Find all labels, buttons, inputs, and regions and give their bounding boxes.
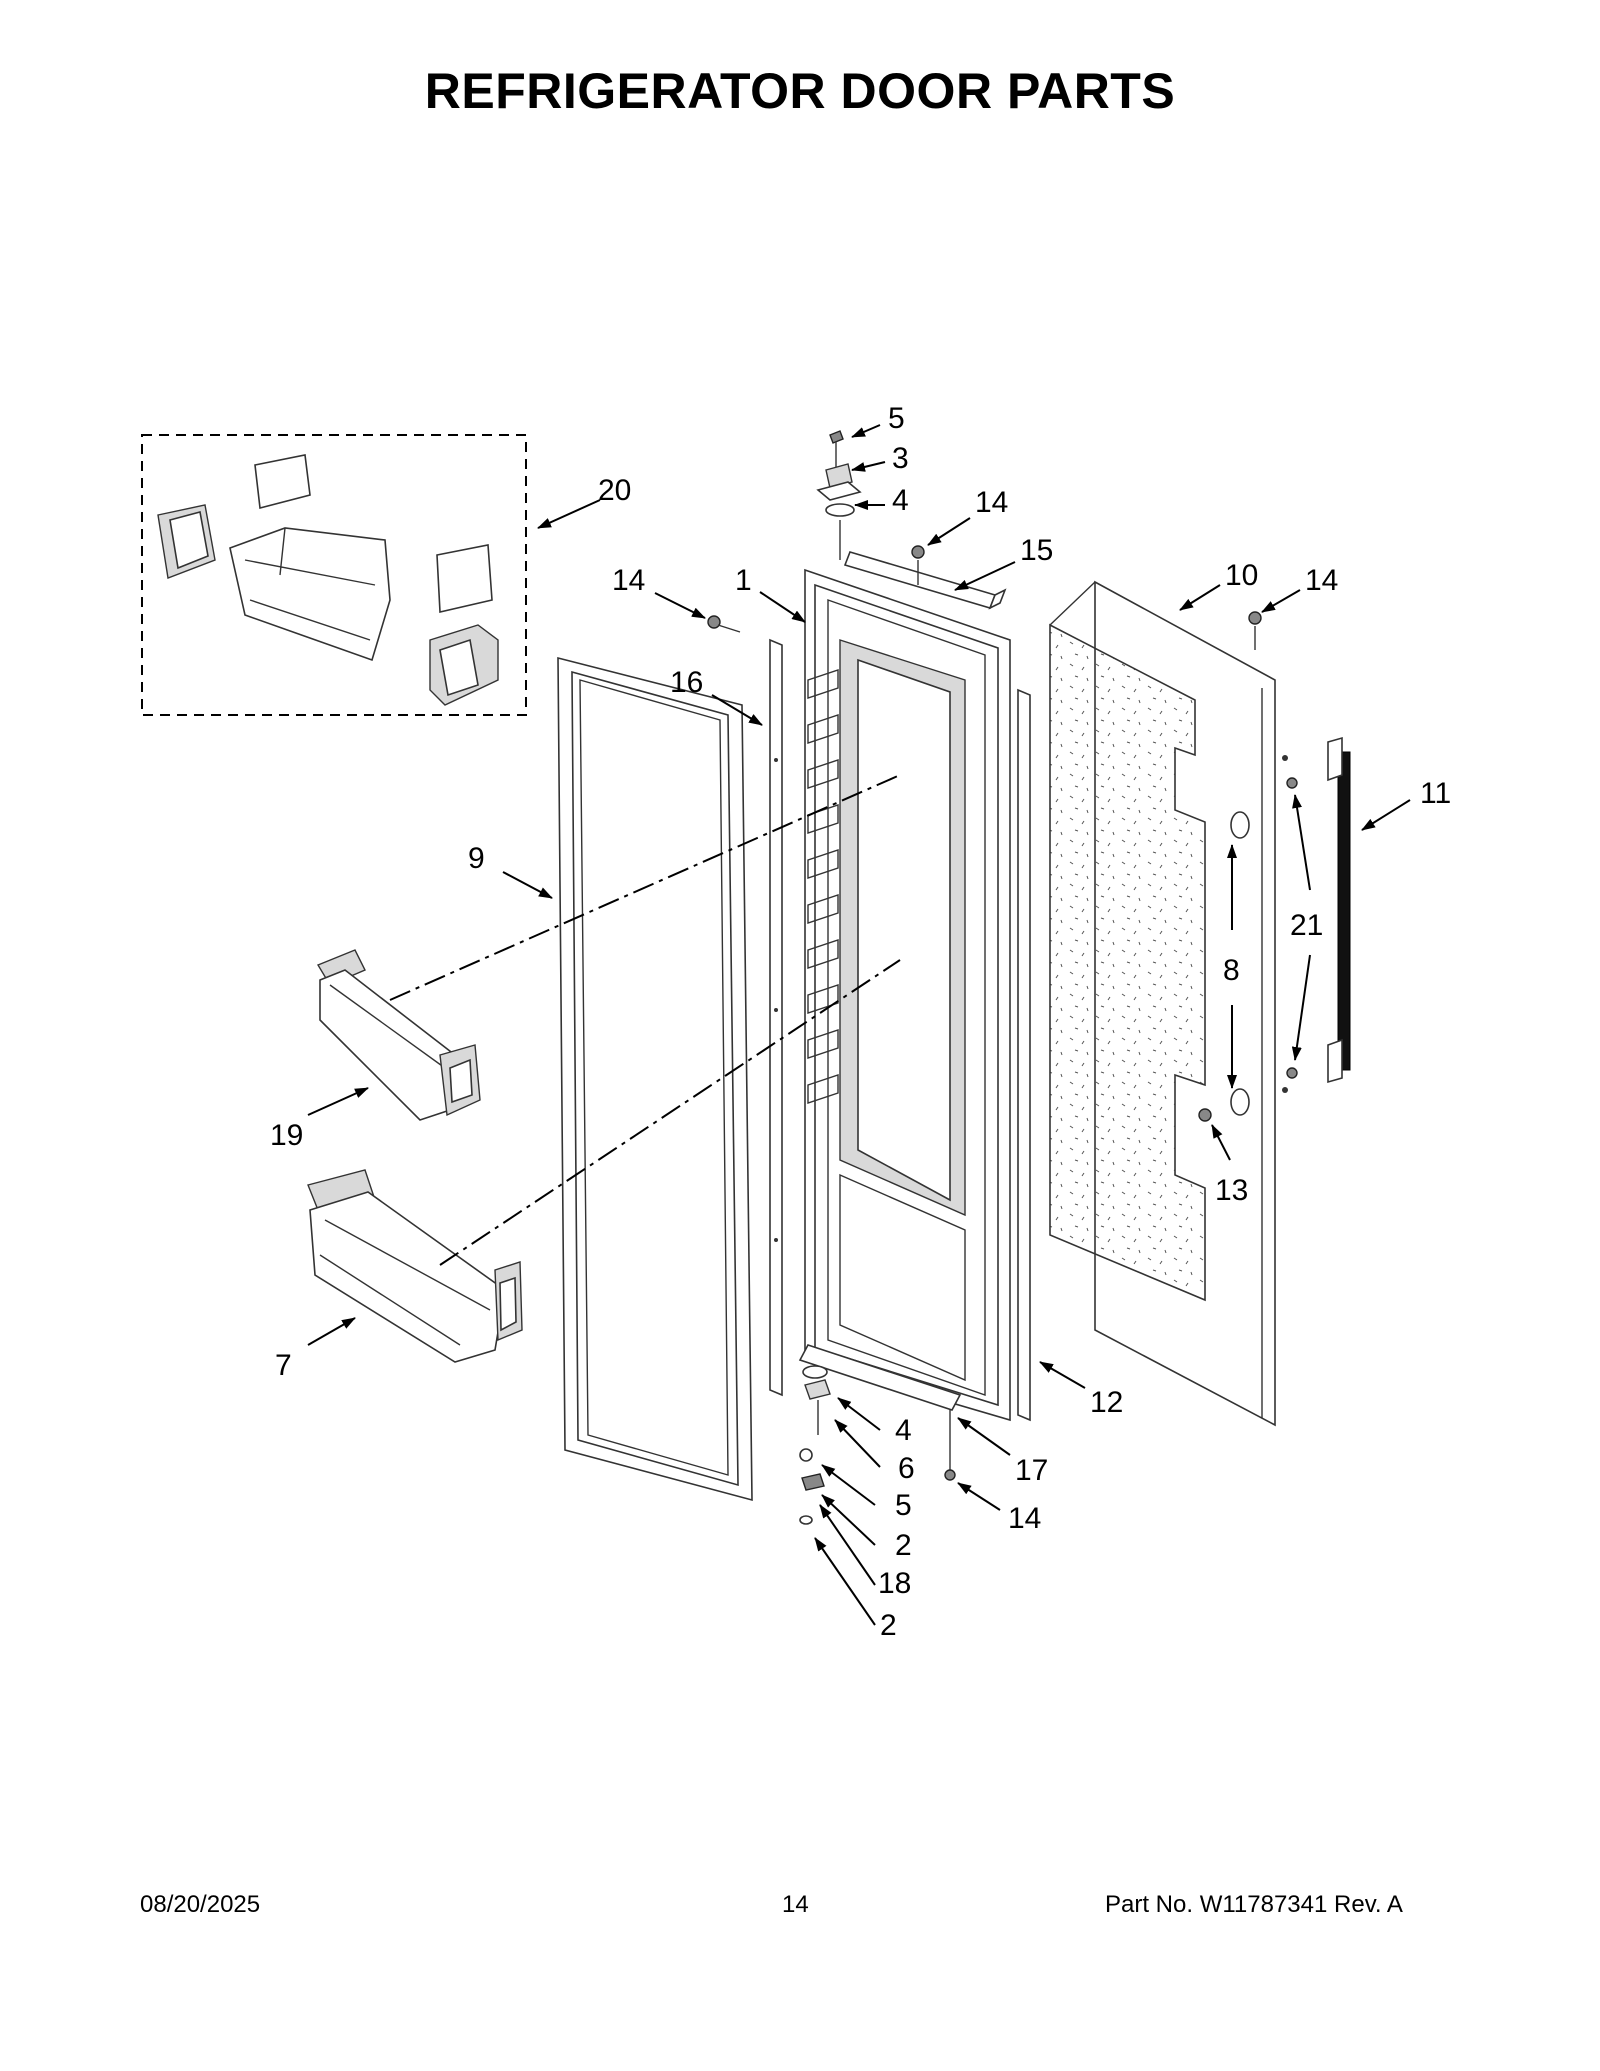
- leader-arrows: [307, 424, 1411, 1626]
- footer-part-number: Part No. W11787341 Rev. A: [1105, 1891, 1403, 1918]
- bottom-hinge-hardware: [798, 1344, 962, 1525]
- callout-21: 21: [1290, 909, 1323, 942]
- callout-6: 6: [898, 1452, 915, 1485]
- callout-12: 12: [1090, 1386, 1123, 1419]
- callout-1: 1: [735, 564, 752, 597]
- callout-16: 16: [670, 666, 703, 699]
- footer-page-number: 14: [782, 1891, 809, 1918]
- callout-15: 15: [1020, 534, 1053, 567]
- trim-strip-right: [1017, 688, 1031, 1422]
- footer-date: 08/20/2025: [140, 1891, 261, 1918]
- small-door-bin: [316, 949, 481, 1121]
- top-hinge-plate: [843, 551, 1007, 610]
- callout-14-left: 14: [612, 564, 645, 597]
- callout-labels: 5 3 4 14 15 1 14 16 10 14 20 9 11 21 8 1…: [270, 402, 1451, 1642]
- door-handle: [1327, 736, 1351, 1084]
- callout-14-panel: 14: [1305, 564, 1338, 597]
- page-title: REFRIGERATOR DOOR PARTS: [424, 63, 1176, 119]
- large-door-bin: [307, 1169, 523, 1363]
- bin-assembly-kit: [141, 434, 527, 716]
- door-gasket: [557, 656, 753, 1502]
- callout-10: 10: [1225, 559, 1258, 592]
- callout-18: 18: [878, 1567, 911, 1600]
- callout-5-top: 5: [888, 402, 905, 435]
- top-hinge-hardware: [707, 430, 1298, 1122]
- callout-14-bottom: 14: [1008, 1502, 1041, 1535]
- callout-13: 13: [1215, 1174, 1248, 1207]
- callout-2-lower: 2: [880, 1609, 897, 1642]
- outer-door-panel: [1049, 580, 1288, 1427]
- callout-4-bottom: 4: [895, 1414, 912, 1447]
- callout-5-bottom: 5: [895, 1489, 912, 1522]
- callout-7: 7: [275, 1349, 292, 1382]
- door-liner: [804, 568, 1011, 1422]
- callout-2-upper: 2: [895, 1529, 912, 1562]
- callout-9: 9: [468, 842, 485, 875]
- callout-14-hinge: 14: [975, 486, 1008, 519]
- callout-17: 17: [1015, 1454, 1048, 1487]
- callout-11: 11: [1420, 777, 1451, 810]
- callout-3: 3: [892, 442, 909, 475]
- callout-19: 19: [270, 1119, 303, 1152]
- callout-20: 20: [598, 474, 631, 507]
- callout-4-top: 4: [892, 484, 909, 517]
- callout-8: 8: [1223, 954, 1240, 987]
- trim-strip-left: [769, 638, 783, 1397]
